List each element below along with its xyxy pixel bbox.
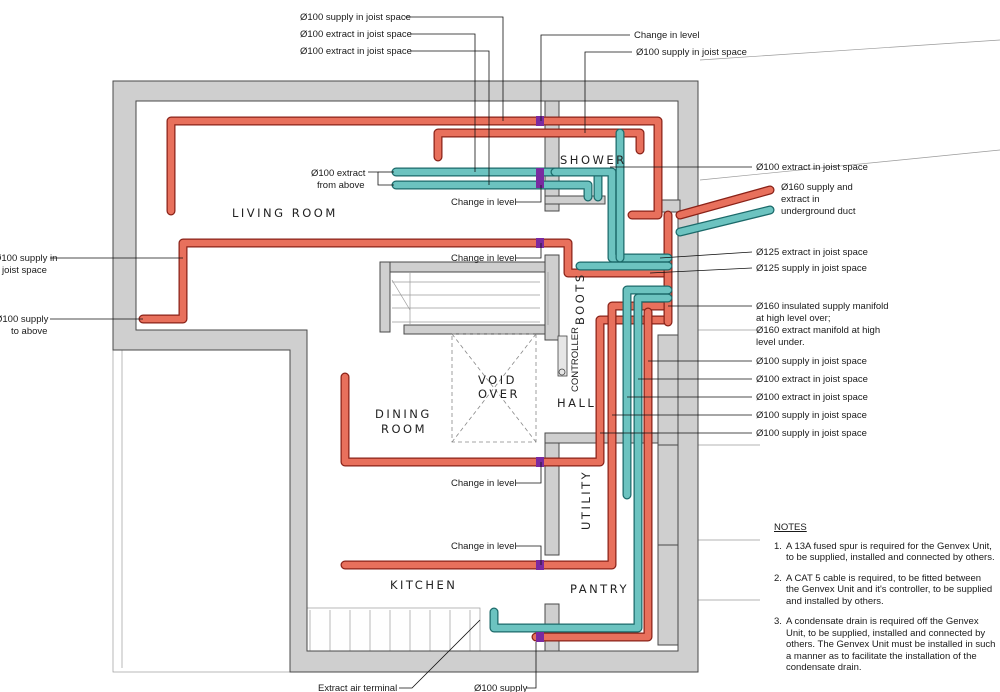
label-right-extract-joist-1: Ø100 extract in joist space [756, 162, 868, 173]
room-utility: UTILITY [579, 470, 593, 530]
room-pantry: PANTRY [570, 582, 629, 596]
room-hall: HALL [557, 396, 596, 410]
void-label-1: VOID [478, 373, 517, 387]
notes-title: NOTES [774, 522, 807, 533]
supply-duct-living-main [138, 238, 673, 324]
label-duct-3: underground duct [781, 206, 856, 217]
void-label-2: OVER [478, 387, 520, 401]
label-top-supply-joist: Ø100 supply in joist space [300, 12, 411, 23]
label-r-supply-2: Ø100 supply in joist space [756, 410, 867, 421]
label-duct-2: extract in [781, 194, 820, 205]
label-left-supply-above-2: to above [11, 326, 47, 337]
label-manifold-1: Ø160 insulated supply manifold [756, 301, 889, 312]
label-manifold-3: Ø160 extract manifold at high [756, 325, 880, 336]
room-shower: SHOWER [560, 153, 627, 167]
label-extract-125: Ø125 extract in joist space [756, 247, 868, 258]
extract-ducts [391, 128, 775, 633]
level-change-markers [536, 116, 544, 642]
note-item: 2. A CAT 5 cable is required, to be fitt… [774, 573, 996, 608]
staircase [391, 272, 549, 325]
label-change-level-4: Change in level [451, 541, 517, 552]
label-manifold-2: at high level over; [756, 313, 830, 324]
note-number: 3. [774, 616, 782, 627]
label-change-level-2: Change in level [451, 253, 517, 264]
notes-panel: NOTES 1. A 13A fused spur is required fo… [774, 522, 996, 683]
label-change-level-3: Change in level [451, 478, 517, 489]
label-left-supply-joist-2: joist space [1, 265, 47, 276]
label-left-supply-above-1: Ø100 supply [0, 314, 49, 325]
label-supply-125: Ø125 supply in joist space [756, 263, 867, 274]
label-extract-terminal: Extract air terminal [318, 683, 397, 692]
label-supply-joist-top-right: Ø100 supply in joist space [636, 47, 747, 58]
label-change-level-1: Change in level [451, 197, 517, 208]
room-controller: CONTROLLER [570, 327, 581, 392]
note-text: A condensate drain is required off the G… [786, 616, 996, 673]
room-dining-2: ROOM [381, 422, 427, 436]
note-item: 1. A 13A fused spur is required for the … [774, 541, 996, 564]
label-change-level-top: Change in level [634, 30, 700, 41]
room-boots: BOOTS [573, 272, 587, 325]
leader-lines [50, 16, 753, 689]
label-duct-1: Ø160 supply and [781, 182, 853, 193]
label-r-extract-1: Ø100 extract in joist space [756, 374, 868, 385]
room-dining-1: DINING [375, 407, 432, 421]
void-over [451, 333, 537, 443]
label-r-extract-2: Ø100 extract in joist space [756, 392, 868, 403]
label-extract-from-above-1: Ø100 extract [311, 168, 366, 179]
label-r-supply-3: Ø100 supply in joist space [756, 428, 867, 439]
room-kitchen: KITCHEN [390, 578, 457, 592]
note-text: A CAT 5 cable is required, to be fitted … [786, 572, 993, 607]
room-living: LIVING ROOM [232, 206, 338, 220]
label-top-extract-joist-2: Ø100 extract in joist space [300, 46, 412, 57]
label-r-supply-1: Ø100 supply in joist space [756, 356, 867, 367]
controller-unit [557, 335, 568, 377]
note-number: 1. [774, 540, 782, 552]
label-top-extract-joist-1: Ø100 extract in joist space [300, 29, 412, 40]
note-number: 2. [774, 572, 782, 584]
label-bottom-supply: Ø100 supply [474, 683, 528, 692]
label-manifold-4: level under. [756, 337, 805, 348]
label-left-supply-joist-1: Ø100 supply in [0, 253, 57, 264]
note-text: A 13A fused spur is required for the Gen… [786, 540, 995, 564]
note-item: 3. A condensate drain is required off th… [774, 616, 996, 674]
label-extract-from-above-2: from above [317, 180, 365, 191]
